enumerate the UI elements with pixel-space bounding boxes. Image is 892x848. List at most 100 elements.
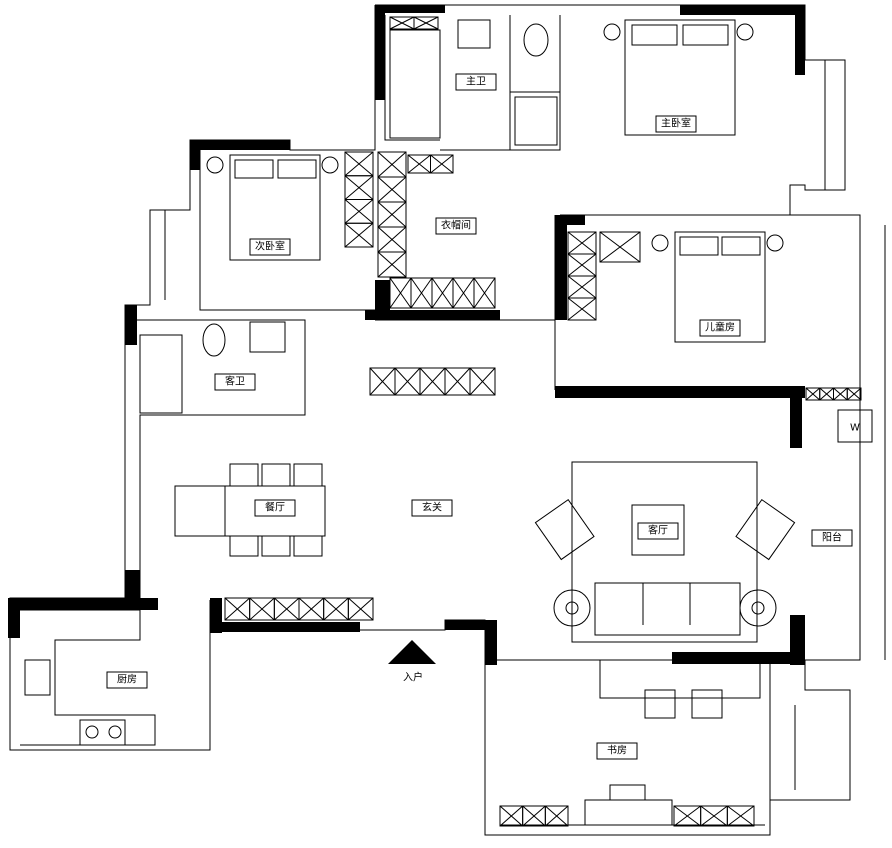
cabinets bbox=[224, 16, 862, 827]
room-label-text: 客厅 bbox=[648, 524, 668, 537]
cabinet-cell bbox=[410, 277, 433, 309]
cabinet-cell bbox=[413, 16, 439, 30]
cabinet-cell bbox=[544, 805, 569, 827]
room-label-master-bath: 主卫 bbox=[455, 73, 497, 91]
cabinet-cell bbox=[344, 199, 374, 224]
cabinet-cell bbox=[567, 297, 597, 321]
room-label-entrance: 入户 bbox=[403, 671, 423, 684]
shower bbox=[514, 96, 558, 146]
cabinet-cell bbox=[348, 597, 374, 621]
cabinet-cell bbox=[347, 597, 374, 621]
cabinet-cell bbox=[727, 805, 755, 827]
room-label-second-bedroom: 次卧室 bbox=[249, 238, 291, 256]
toilet-guest bbox=[202, 323, 226, 357]
cabinet-cell bbox=[389, 277, 412, 309]
cabinet-cell bbox=[430, 154, 454, 174]
room-label-kids-room: 儿童房 bbox=[699, 319, 741, 337]
washer-label: W bbox=[850, 423, 860, 434]
kitchen-sink bbox=[24, 659, 51, 696]
room-label-text: 客卫 bbox=[225, 375, 245, 388]
room-label-text: 主卫 bbox=[466, 76, 486, 88]
cabinet-cell bbox=[344, 151, 374, 177]
cabinet-cell bbox=[377, 251, 407, 278]
cabinet-cell bbox=[469, 367, 496, 396]
room-label-study: 书房 bbox=[596, 742, 638, 760]
cabinet-cell bbox=[413, 16, 439, 30]
room-label-text: 入户 bbox=[403, 671, 423, 684]
cabinet-cell bbox=[444, 367, 471, 396]
cabinet-cell bbox=[567, 253, 597, 277]
exterior-outline bbox=[9, 4, 861, 836]
cabinet-cell bbox=[298, 597, 324, 621]
room-label-dining: 餐厅 bbox=[254, 499, 296, 517]
room-label-kitchen: 厨房 bbox=[106, 671, 148, 689]
cabinet-cell bbox=[377, 176, 407, 203]
cabinet-cell bbox=[344, 222, 374, 248]
washer bbox=[837, 409, 873, 443]
cabinet-cell bbox=[522, 805, 546, 827]
cabinet-cell bbox=[431, 277, 454, 309]
cabinet-cell bbox=[833, 387, 848, 401]
room-label-text: 次卧室 bbox=[255, 240, 285, 253]
structural-walls bbox=[8, 5, 805, 665]
bathtub-guest bbox=[139, 334, 183, 414]
cabinet-cell bbox=[469, 367, 496, 396]
room-label-text: 玄关 bbox=[422, 501, 442, 514]
stove bbox=[79, 719, 126, 746]
room-label-text: 衣帽间 bbox=[441, 219, 471, 232]
cabinet-cell bbox=[819, 387, 834, 401]
room-label-text: 儿童房 bbox=[705, 321, 735, 334]
cabinet-cell bbox=[700, 805, 728, 827]
study-desk bbox=[584, 689, 723, 826]
cabinet-cell bbox=[499, 805, 523, 827]
sink-master bbox=[457, 19, 491, 49]
cabinet-cell bbox=[344, 175, 374, 200]
bathtub-master bbox=[389, 29, 441, 139]
cabinet-cell bbox=[377, 251, 407, 278]
entrance-arrow-icon bbox=[388, 640, 436, 664]
cabinet-cell bbox=[377, 226, 407, 253]
cabinet-cell bbox=[344, 222, 374, 248]
cabinet-cell bbox=[389, 16, 415, 30]
room-label-walk-in-closet: 衣帽间 bbox=[435, 217, 477, 235]
room-label-balcony: 阳台 bbox=[811, 529, 853, 547]
room-label-text: 餐厅 bbox=[265, 501, 285, 514]
cabinet-cell bbox=[419, 367, 446, 396]
cabinet-cell bbox=[452, 277, 475, 309]
cabinet-cell bbox=[805, 387, 821, 401]
sink-guest bbox=[249, 321, 286, 353]
cabinet-cell bbox=[846, 387, 862, 401]
cabinet-cell bbox=[473, 277, 496, 309]
cabinet-cell bbox=[473, 277, 496, 309]
room-label-text: 阳台 bbox=[822, 531, 842, 544]
cabinet-cell bbox=[545, 805, 569, 827]
room-label-master-bedroom: 主卧室 bbox=[655, 115, 697, 133]
master-bed bbox=[603, 19, 754, 136]
cabinet-cell bbox=[377, 151, 407, 178]
room-label-living: 客厅 bbox=[637, 522, 679, 540]
dining-table bbox=[174, 463, 326, 557]
cabinet-cell bbox=[274, 597, 300, 621]
room-label-text: 书房 bbox=[607, 744, 627, 757]
cabinet-cell bbox=[224, 597, 250, 621]
cabinet-cell bbox=[407, 154, 431, 174]
second-bed bbox=[206, 154, 339, 261]
kids-bed bbox=[651, 231, 784, 343]
cabinet-cell bbox=[599, 231, 641, 263]
cabinet-cell bbox=[673, 805, 701, 827]
room-label-text: 主卧室 bbox=[661, 117, 691, 130]
living-furniture bbox=[534, 461, 796, 643]
cabinet-cell bbox=[394, 367, 421, 396]
room-label-foyer: 玄关 bbox=[411, 499, 453, 517]
cabinet-cell bbox=[323, 597, 349, 621]
cabinet-cell bbox=[846, 387, 862, 401]
cabinet-cell bbox=[726, 805, 755, 827]
cabinet-cell bbox=[567, 231, 597, 255]
cabinet-cell bbox=[249, 597, 275, 621]
cabinet-cell bbox=[430, 154, 454, 174]
room-label-text: 厨房 bbox=[117, 673, 137, 686]
cabinet-cell bbox=[567, 275, 597, 299]
cabinet-cell bbox=[599, 231, 641, 263]
cabinet-cell bbox=[567, 297, 597, 321]
